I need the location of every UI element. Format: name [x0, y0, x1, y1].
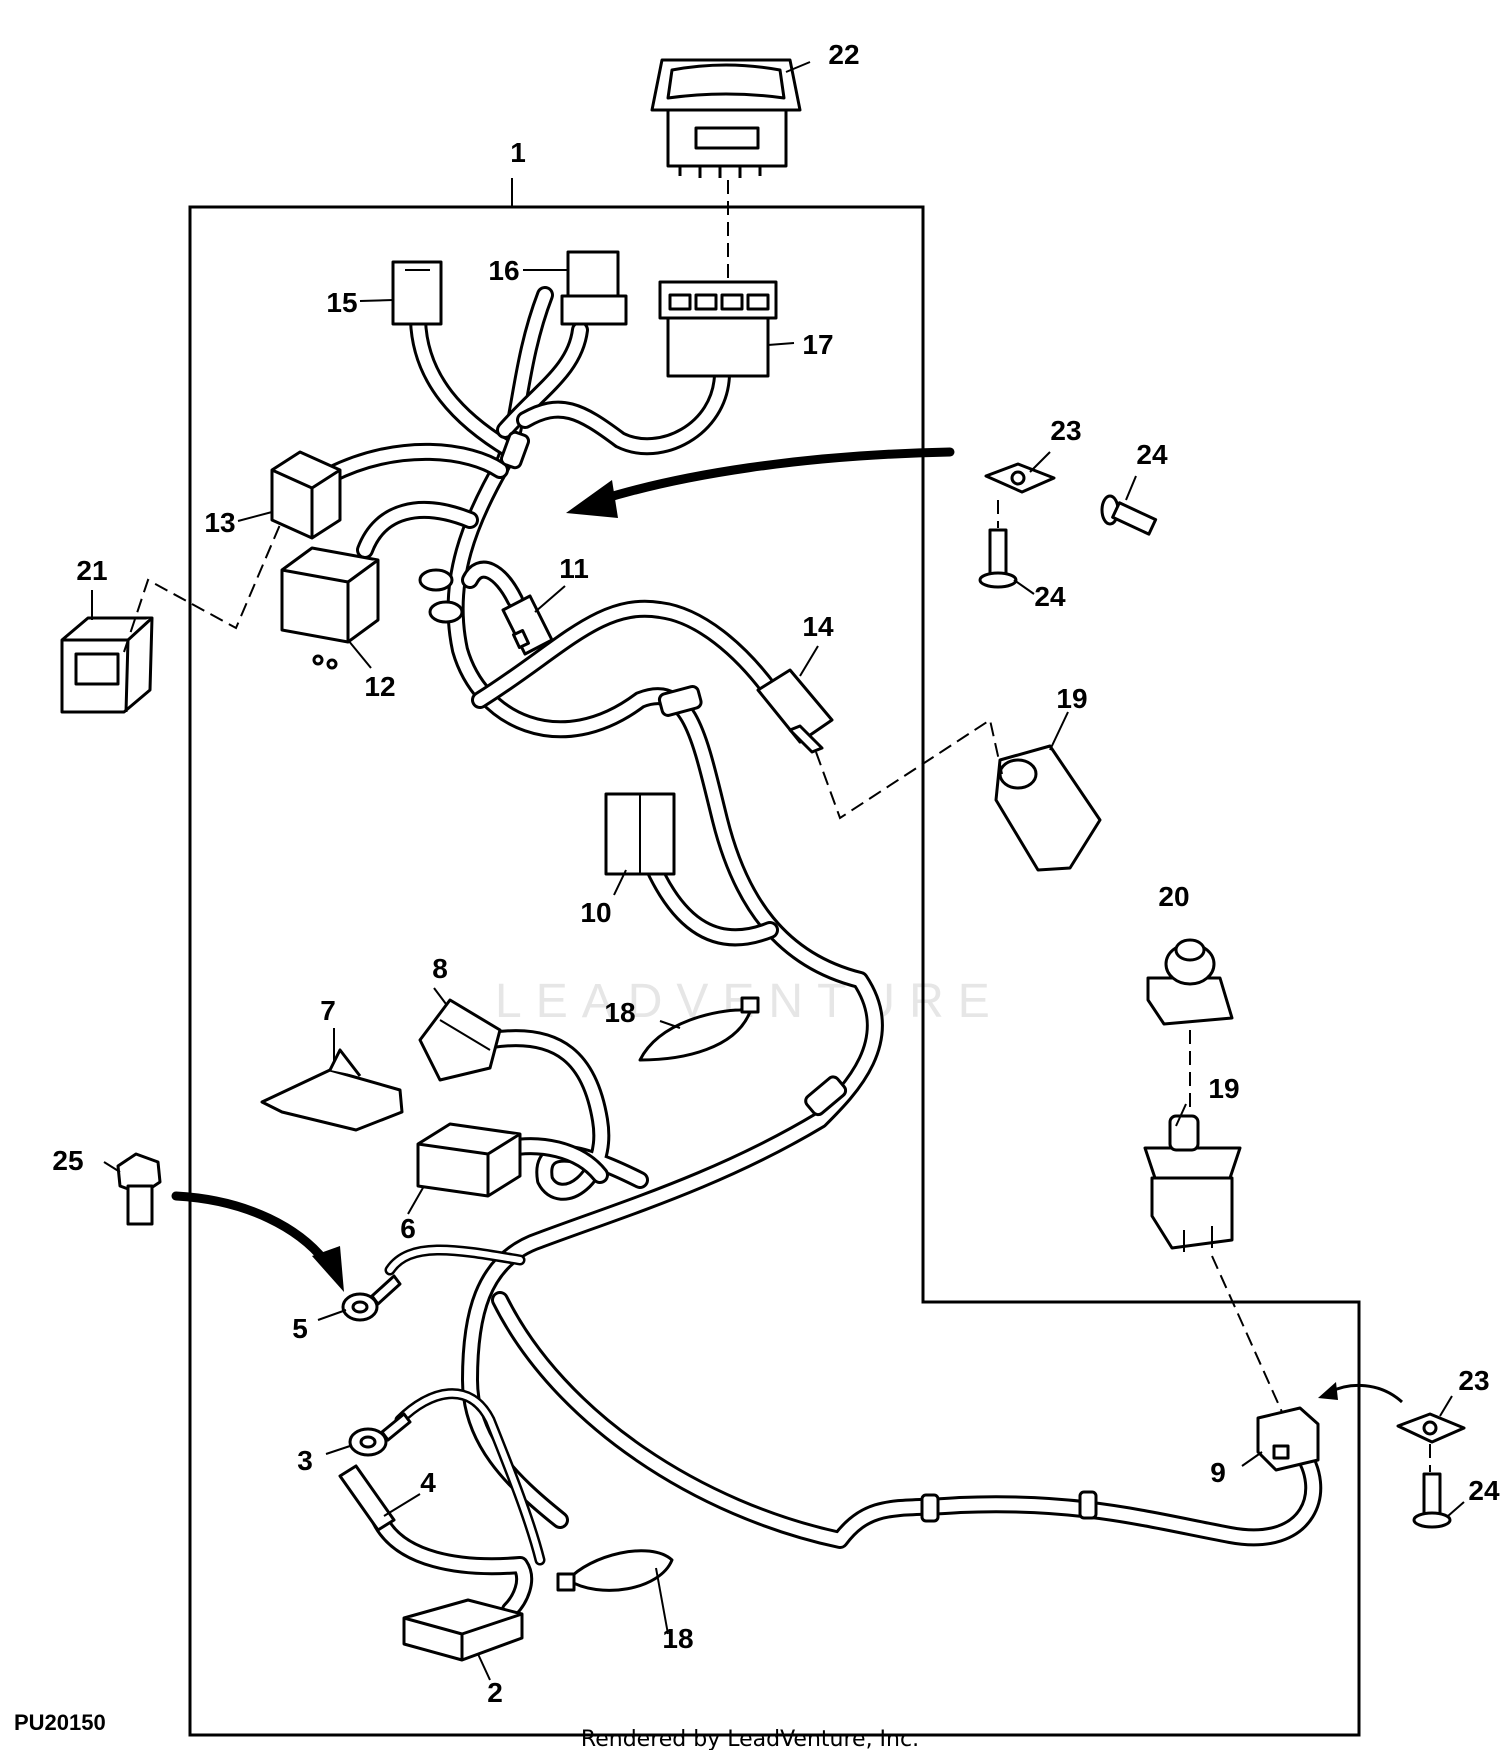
- callout-10: 10: [580, 897, 611, 928]
- clip-nut-23-upper: [984, 462, 1056, 494]
- relay-12: [280, 546, 380, 670]
- connector-11: [501, 594, 554, 656]
- callout-4: 4: [420, 1467, 436, 1498]
- install-arrows: [171, 447, 1404, 1404]
- callout-21: 21: [76, 555, 107, 586]
- bracket-7: [260, 1048, 404, 1132]
- callout-5: 5: [292, 1313, 308, 1344]
- callout-20: 20: [1158, 881, 1189, 912]
- footer-credit: Rendered by LeadVenture, Inc.: [581, 1727, 919, 1750]
- callout-14: 14: [802, 611, 834, 642]
- connector-2: [402, 1598, 524, 1662]
- cable-tie-18-lower: [556, 1549, 674, 1592]
- switch-19-upper: [994, 744, 1102, 872]
- callout-6: 6: [400, 1213, 416, 1244]
- leader-lines: [91, 61, 1465, 1681]
- connector-10: [604, 792, 676, 876]
- callout-1: 1: [510, 137, 526, 168]
- callout-7: 7: [320, 995, 336, 1026]
- cable-tie-18-upper: [638, 996, 760, 1062]
- connector-16: [560, 250, 628, 326]
- screw-24-c: [1412, 1472, 1452, 1529]
- callout-13: 13: [204, 507, 235, 538]
- callout-18-upper: 18: [604, 997, 635, 1028]
- wire-harness: [321, 286, 1323, 1619]
- terminal-4: [338, 1464, 396, 1532]
- callout-19-lower: 19: [1208, 1073, 1239, 1104]
- callout-19-upper: 19: [1056, 683, 1087, 714]
- rocker-switch: [650, 58, 802, 178]
- connector-13: [270, 450, 342, 540]
- callout-8: 8: [432, 953, 448, 984]
- callout-2: 2: [487, 1677, 503, 1708]
- connector-15: [391, 260, 443, 326]
- clip-nut-23-lower: [1396, 1412, 1466, 1444]
- callout-3: 3: [297, 1445, 313, 1476]
- switch-19-lower: [1143, 1114, 1242, 1252]
- connector-6: [416, 1122, 522, 1198]
- screw-24-a: [1100, 494, 1158, 536]
- callout-24-b: 24: [1034, 581, 1066, 612]
- connector-14: [756, 668, 834, 754]
- switch-connector: [658, 280, 778, 378]
- callout-25: 25: [52, 1145, 83, 1176]
- callout-12: 12: [364, 671, 395, 702]
- callout-22: 22: [828, 39, 859, 70]
- callout-16: 16: [488, 255, 519, 286]
- switch-boot-20: [1146, 938, 1234, 1026]
- callout-11: 11: [559, 553, 589, 584]
- callout-23-upper: 23: [1050, 415, 1081, 446]
- ring-terminal-3: [348, 1412, 412, 1457]
- callout-24-c: 24: [1468, 1475, 1500, 1506]
- callout-labels: 1 2 3 4 5 6 7 8 9 10 11 12 13 14 15 16 1…: [52, 39, 1500, 1708]
- callout-17: 17: [802, 329, 833, 360]
- alignment-lines: [123, 180, 1431, 1472]
- screw-24-b: [978, 528, 1018, 589]
- figure-id: PU20150: [14, 1710, 106, 1735]
- relay-cover-21: [60, 616, 154, 714]
- connector-9: [1256, 1406, 1320, 1472]
- callout-18-lower: 18: [662, 1623, 693, 1654]
- callout-23-lower: 23: [1458, 1365, 1489, 1396]
- callout-24-a: 24: [1136, 439, 1168, 470]
- harness-kit-frame: [188, 205, 1361, 1737]
- callout-15: 15: [326, 287, 357, 318]
- bolt-25: [116, 1152, 162, 1226]
- connector-8: [418, 998, 502, 1082]
- callout-9: 9: [1210, 1457, 1226, 1488]
- ring-terminal-5: [341, 1274, 402, 1322]
